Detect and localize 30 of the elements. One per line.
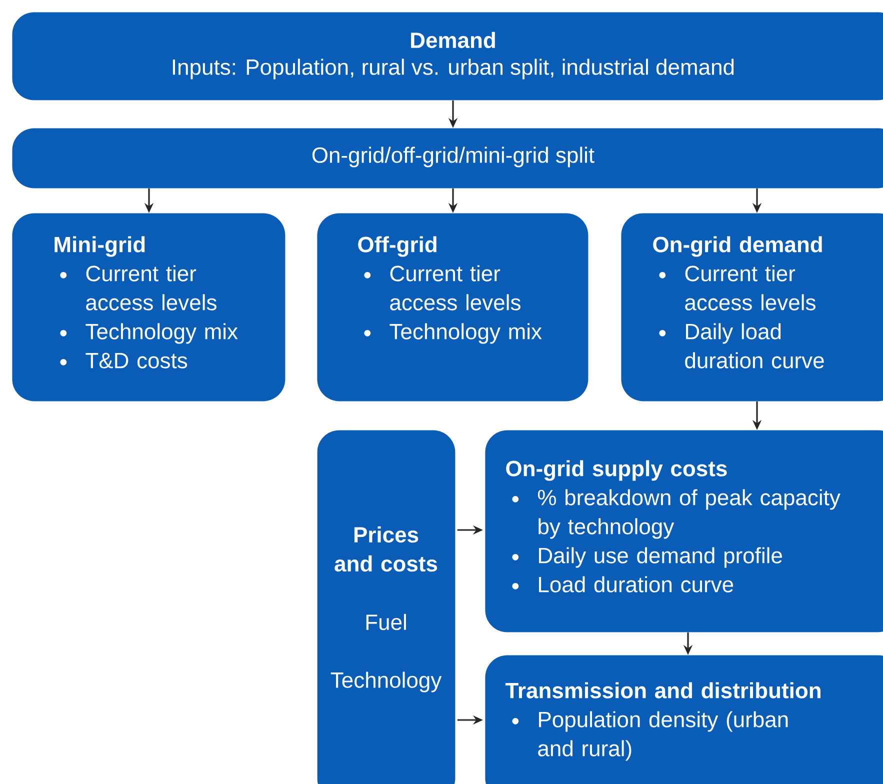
list-item: Current tier access levels — [685, 265, 816, 310]
list-item: Population density (urban and rural) — [538, 711, 788, 761]
list-item: T&D costs — [86, 352, 188, 368]
process-box — [12, 12, 883, 100]
box-text: On-grid/off-grid/mini-grid split — [312, 146, 594, 168]
list-item: Load duration curve — [539, 576, 734, 592]
box-heading: Off-grid — [358, 236, 436, 257]
box-heading: Mini-grid — [54, 236, 145, 257]
list-item: Current tier access levels — [390, 265, 520, 310]
list-item: Daily use demand profile — [539, 547, 782, 568]
process-box — [317, 213, 588, 402]
box-text: Inputs: Population, rural vs. urban split, industrial demand — [172, 58, 734, 80]
list-item: Daily load duration curve — [685, 323, 824, 368]
process-box — [317, 430, 456, 784]
box-heading: Demand — [411, 32, 495, 48]
box-heading: Transmission and distribution — [505, 682, 820, 698]
process-box — [621, 213, 883, 402]
box-heading: On-grid demand — [653, 236, 822, 257]
list-item: Technology mix — [86, 323, 238, 344]
box-heading: Prices and costs — [334, 526, 438, 572]
list-item: % breakdown of peak capacity by technology — [538, 489, 840, 539]
list-item: Current tier access levels — [86, 265, 216, 310]
process-box — [12, 213, 286, 402]
list-item: Technology mix — [390, 323, 542, 344]
box-text: Fuel — [366, 614, 406, 630]
process-box — [12, 128, 883, 188]
process-box — [485, 655, 883, 784]
box-text: Technology — [330, 672, 442, 692]
box-heading: On-grid supply costs — [506, 460, 727, 481]
process-box — [485, 430, 883, 632]
